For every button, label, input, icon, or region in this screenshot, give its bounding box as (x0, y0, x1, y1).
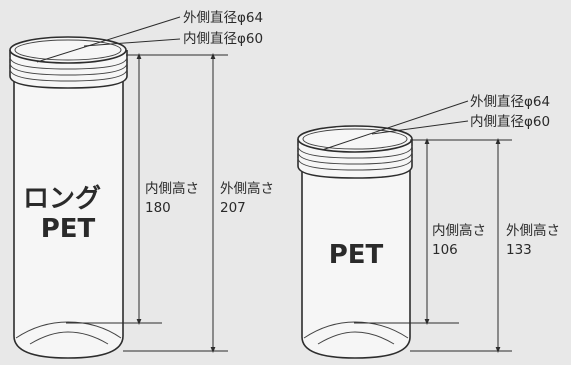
short-inner-height-value: 106 (432, 242, 458, 258)
tall-lid-ring-1 (9, 56, 128, 70)
short-container: PET 外側直径φ64 内側直径φ60 内側高さ 106 外側高さ 133 (297, 94, 560, 359)
short-outer-height-value: 133 (506, 242, 532, 258)
tall-outer-diameter-label: 外側直径φ64 (183, 10, 263, 26)
short-inner-diameter-leader (371, 120, 469, 135)
short-inner-bottom-2 (317, 331, 395, 345)
short-inner-height-label: 内側高さ (432, 222, 486, 239)
tall-container-name-line1: ロング (23, 184, 101, 214)
short-inner-diameter-label: 内側直径φ60 (470, 114, 550, 130)
tall-container-top-outer (9, 36, 127, 64)
short-inner-bottom (303, 321, 409, 339)
tall-lid-ring-2 (9, 62, 128, 76)
tall-inner-bottom (15, 321, 122, 339)
short-outer-height-label: 外側高さ (506, 222, 560, 239)
short-lid-ring-2 (297, 151, 413, 165)
tall-inner-height-value: 180 (145, 200, 171, 216)
tall-container-body (13, 76, 124, 359)
tall-container-name-line2: PET (41, 214, 96, 244)
tall-inner-height-label: 内側高さ (145, 180, 199, 197)
tall-inner-bottom-2 (29, 331, 109, 345)
tall-outer-height-value: 207 (220, 200, 246, 216)
short-outer-diameter-label: 外側直径φ64 (470, 94, 550, 110)
tall-container-top-inner (14, 39, 122, 61)
tall-inner-diameter-label: 内側直径φ60 (183, 31, 263, 47)
tall-outer-height-label: 外側高さ (220, 180, 274, 197)
short-lid-ring-3 (297, 157, 413, 171)
short-container-top-inner (302, 128, 408, 150)
tall-outer-diameter-leader (36, 16, 181, 63)
tall-inner-diameter-leader (83, 38, 181, 47)
short-container-body (301, 170, 411, 359)
short-lid-ring-1 (297, 145, 413, 159)
tall-container: ロング PET 外側直径φ64 内側直径φ60 内側高さ 180 外側高さ 20… (9, 10, 274, 359)
tall-lid-ring-3 (9, 68, 128, 82)
short-container-name: PET (329, 240, 384, 270)
short-outer-diameter-leader (321, 100, 469, 151)
